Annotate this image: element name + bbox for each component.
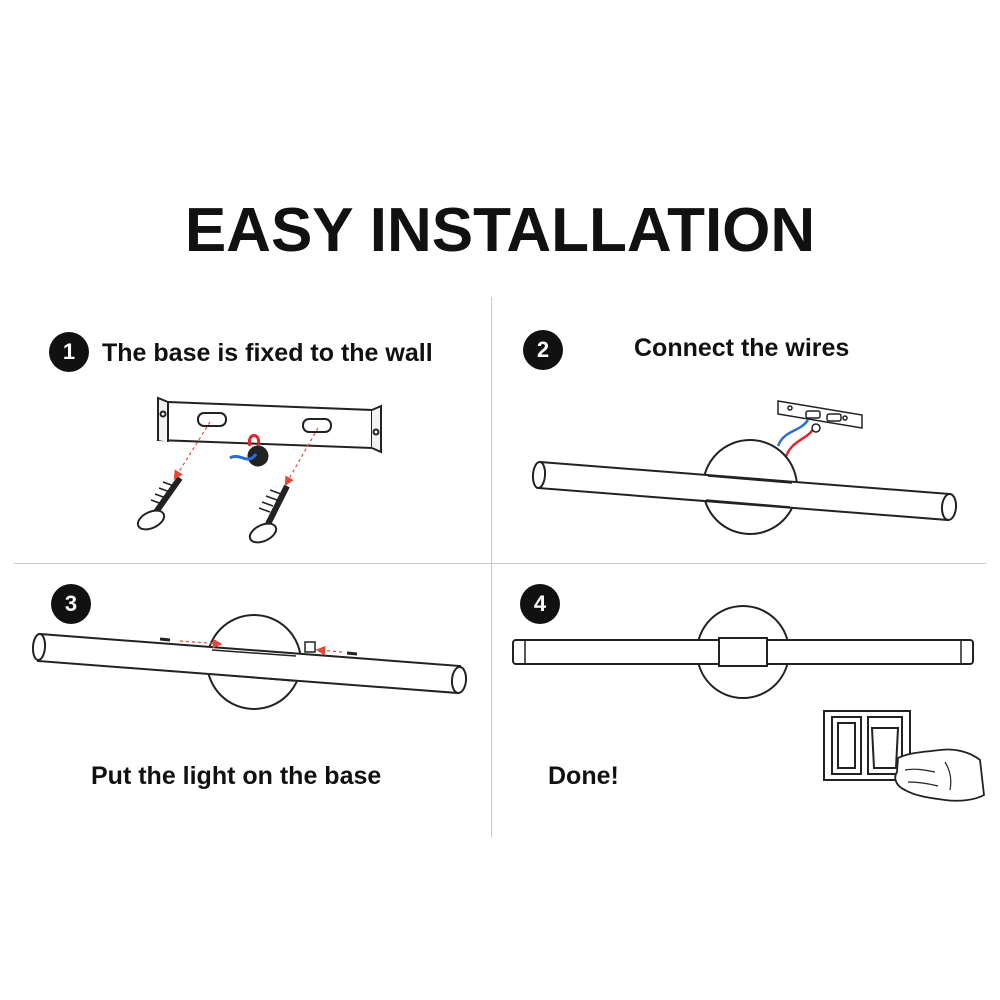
light-bar-icon: [512, 637, 974, 667]
step-3-badge: 3: [51, 584, 91, 624]
step-1-text: The base is fixed to the wall: [102, 339, 433, 367]
vertical-divider: [491, 297, 492, 837]
wall-bracket-small-icon: [777, 400, 863, 429]
step-4-text: Done!: [548, 762, 619, 790]
step-4-badge: 4: [520, 584, 560, 624]
wires-icon: [776, 419, 821, 461]
step-3-text: Put the light on the base: [91, 762, 382, 790]
page-title: EASY INSTALLATION: [184, 196, 816, 265]
step-2-text: Connect the wires: [634, 334, 850, 362]
horizontal-divider: [14, 563, 986, 564]
small-screw-icons: [159, 637, 358, 656]
screw-icons: [136, 476, 290, 544]
wires-icon: [229, 434, 269, 467]
wall-bracket-icon: [156, 396, 382, 454]
step-1-badge: 1: [49, 332, 89, 372]
light-switch-icon: [823, 710, 911, 781]
step-2-badge: 2: [523, 330, 563, 370]
guide-arrows: [173, 421, 319, 487]
hand-icon: [894, 748, 985, 802]
light-bar-icon: [531, 460, 958, 522]
guide-arrows: [179, 638, 343, 656]
